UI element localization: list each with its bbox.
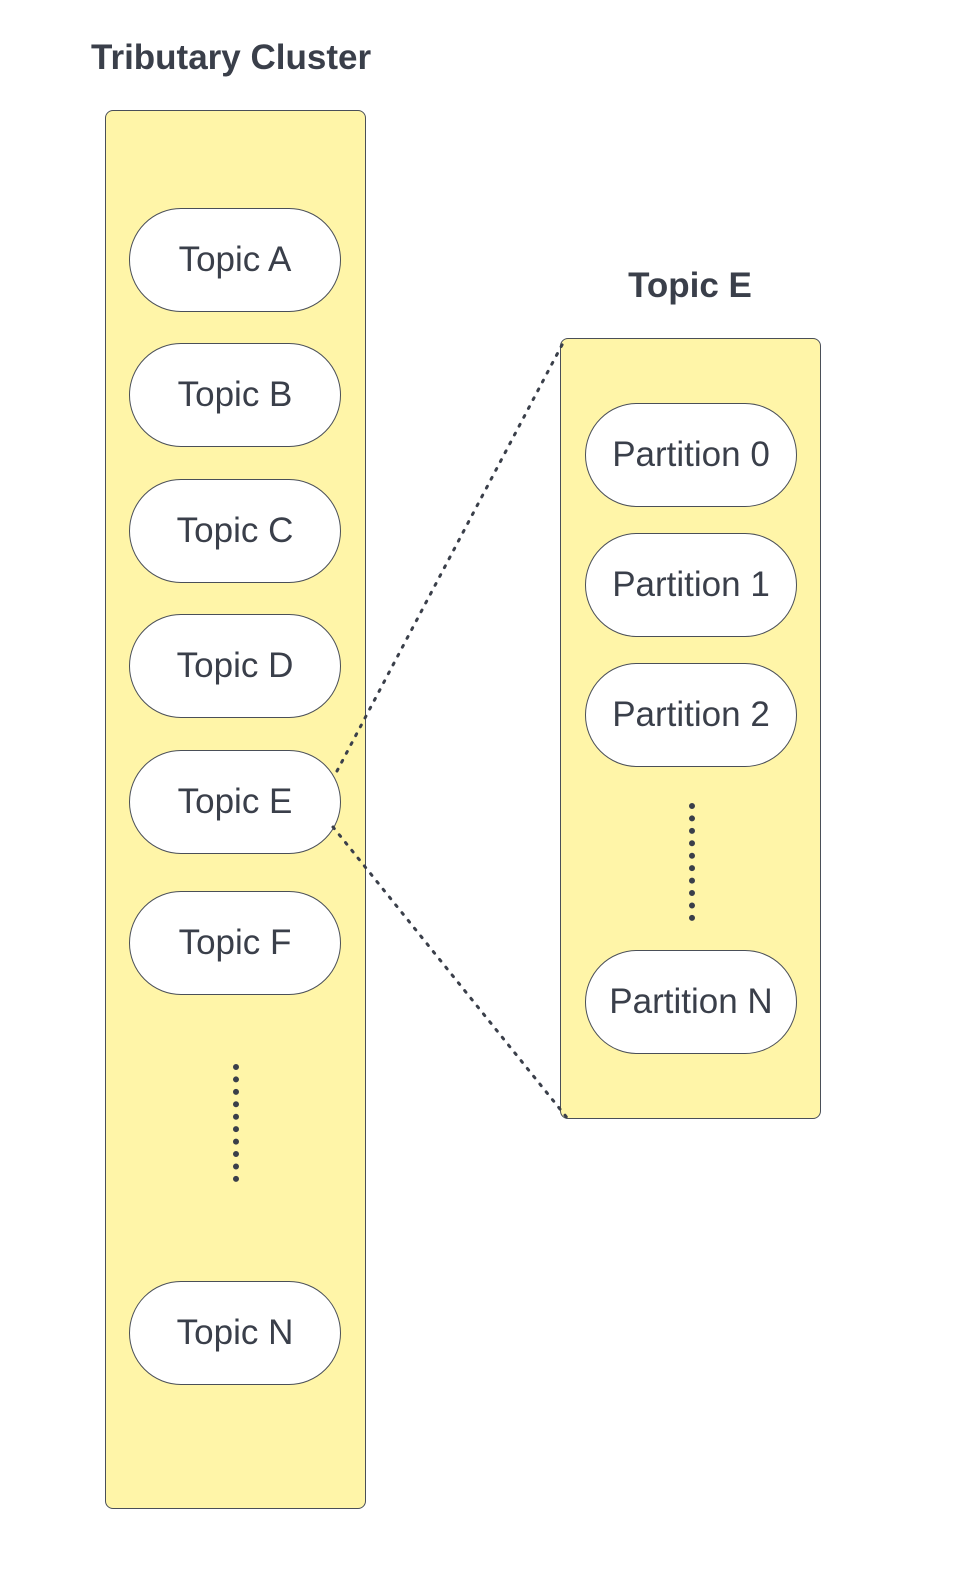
topic-n-node[interactable]: Topic N bbox=[129, 1281, 341, 1385]
topic-detail-title: Topic E bbox=[628, 266, 752, 305]
partition-2-node[interactable]: Partition 2 bbox=[585, 663, 797, 767]
cluster-panel: Topic A Topic B Topic C Topic D Topic E … bbox=[105, 110, 366, 1509]
partition-1-node[interactable]: Partition 1 bbox=[585, 533, 797, 637]
partition-0-node[interactable]: Partition 0 bbox=[585, 403, 797, 507]
topic-b-node[interactable]: Topic B bbox=[129, 343, 341, 447]
topic-detail-panel: Partition 0 Partition 1 Partition 2 Part… bbox=[560, 338, 821, 1119]
cluster-title: Tributary Cluster bbox=[91, 38, 372, 77]
topics-ellipsis bbox=[233, 1064, 239, 1182]
partitions-ellipsis bbox=[689, 803, 695, 921]
topic-d-node[interactable]: Topic D bbox=[129, 614, 341, 718]
topic-a-node[interactable]: Topic A bbox=[129, 208, 341, 312]
zoom-line-top bbox=[335, 341, 565, 773]
partition-n-node[interactable]: Partition N bbox=[585, 950, 797, 1054]
topic-e-node[interactable]: Topic E bbox=[129, 750, 341, 854]
zoom-line-bottom bbox=[331, 825, 570, 1121]
topic-c-node[interactable]: Topic C bbox=[129, 479, 341, 583]
topic-f-node[interactable]: Topic F bbox=[129, 891, 341, 995]
